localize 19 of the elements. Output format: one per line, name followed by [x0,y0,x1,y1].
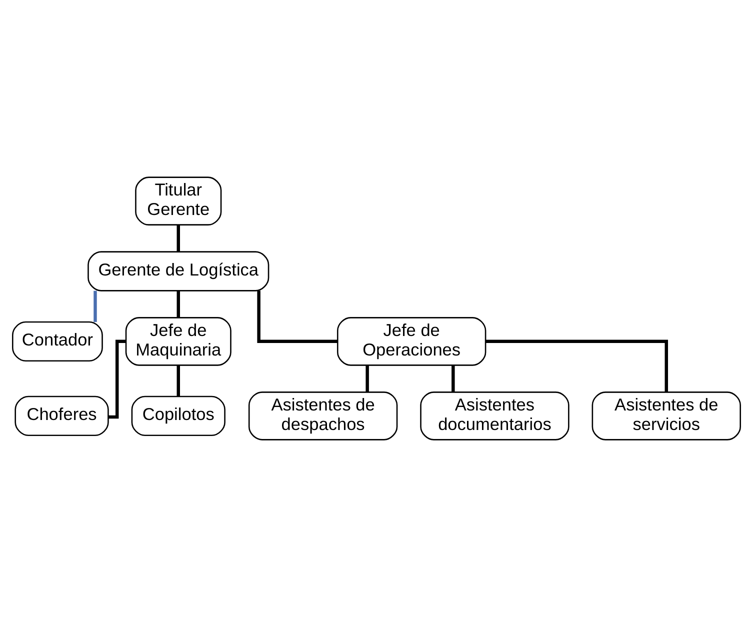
node-box: Titular Gerente [135,176,222,226]
connector [452,365,455,392]
connector [176,290,180,318]
node-box: Choferes [14,396,109,436]
connector [486,340,668,392]
node-box: Jefe de Maquinaria [125,317,232,366]
node-box: Jefe de Operaciones [336,317,486,366]
connector [108,340,126,419]
connector [176,224,180,252]
connector [94,290,97,322]
connector [366,365,369,392]
connector [176,365,180,396]
connector [257,290,338,344]
node-box: Asistentes de servicios [592,392,741,440]
node-box: Gerente de Logística [88,251,270,292]
node-box: Copilotos [131,396,226,436]
node-box: Asistentes documentarios [420,392,570,440]
node-box: Contador [12,321,103,362]
node-box: Asistentes de despachos [248,392,398,440]
